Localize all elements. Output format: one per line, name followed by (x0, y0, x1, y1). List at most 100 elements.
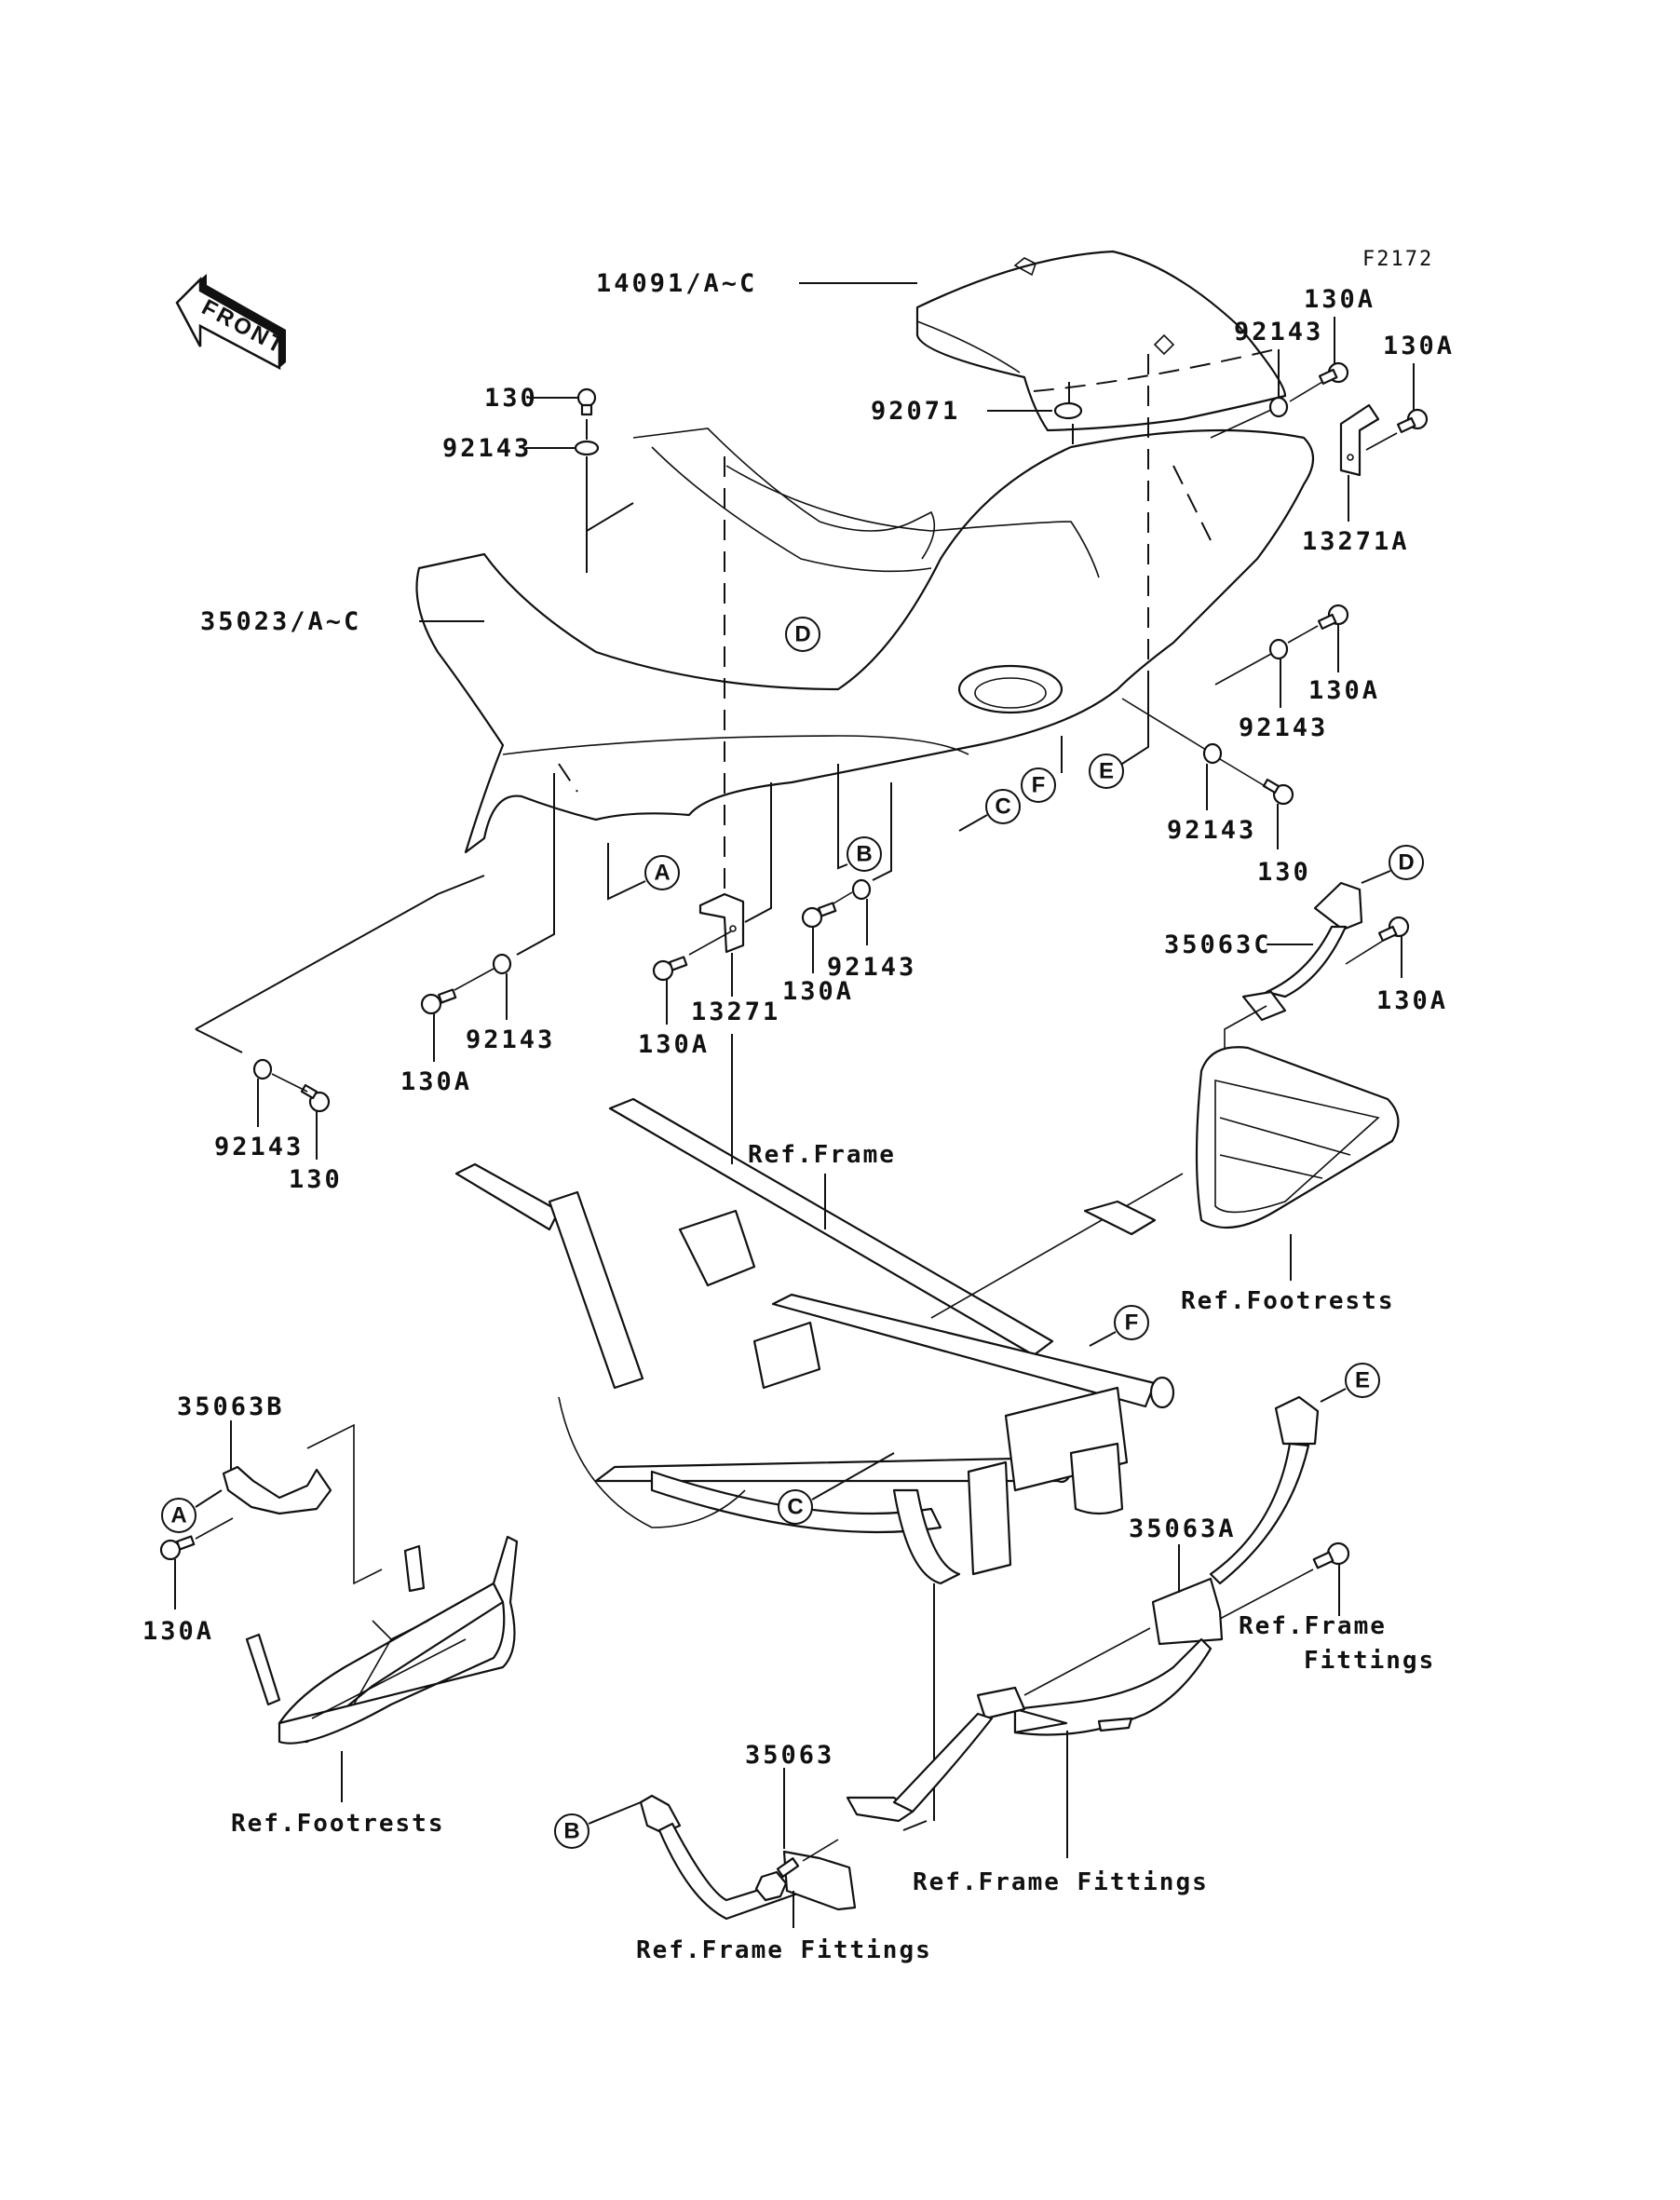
ref-frame-fittings-a2: Fittings (1304, 1647, 1435, 1675)
bolt-icon (576, 387, 597, 416)
callout-c-top: C (985, 789, 1021, 824)
figure-id: F2172 (1362, 248, 1433, 271)
guide-frame-down-2 (902, 1820, 928, 1831)
label-bolt-r1: 130A (1308, 676, 1380, 705)
guide-far-left-2 (195, 1028, 243, 1053)
leader-b-mid (837, 764, 848, 870)
step-35063a-part (1151, 1395, 1320, 1646)
side-cover-part (415, 428, 1315, 854)
bolt-icon (801, 902, 837, 929)
step-35063b-part (222, 1465, 332, 1515)
guide-lm-2 (516, 773, 555, 956)
leader-f-frame (1089, 1331, 1117, 1347)
guide-step (802, 1839, 839, 1862)
label-seat-cover: 14091/A~C (596, 269, 757, 298)
callout-e-step: E (1345, 1363, 1380, 1398)
svg-text:F: F (1032, 773, 1046, 798)
svg-text:A: A (654, 861, 670, 886)
bracket-13271-part (698, 892, 745, 954)
step-35063-part (639, 1794, 857, 1921)
callout-a-step: A (161, 1498, 196, 1533)
svg-text:C: C (995, 794, 1010, 820)
leader-e-step (1320, 1388, 1347, 1403)
label-grommet: 92071 (871, 397, 960, 426)
leader-c-top (958, 814, 988, 832)
leader-d-step (1361, 870, 1391, 884)
ref-frame: Ref.Frame (748, 1141, 896, 1169)
callout-d-step: D (1389, 845, 1424, 880)
label-washer-top: 92143 (442, 434, 532, 463)
label-bracket-a: 13271A (1302, 527, 1410, 556)
guide-r4 (1121, 698, 1207, 751)
washer-icon (252, 1058, 273, 1080)
guide-washer-top-2 (586, 502, 634, 532)
front-arrow-icon: FRONT (175, 274, 290, 371)
guide-tr1 (1289, 381, 1323, 402)
guide-fl (271, 1073, 308, 1093)
callout-b-step: B (554, 1813, 589, 1849)
label-step-b: 35063B (177, 1392, 285, 1421)
guide-tr3 (1365, 432, 1398, 451)
bolt-icon (300, 1083, 331, 1113)
guide-step-a (1219, 1569, 1314, 1620)
frame-fitting-bar-part (846, 1637, 1213, 1823)
svg-text:B: B (856, 842, 872, 867)
guide-bracket-2 (744, 782, 772, 923)
bolt-icon (1396, 408, 1429, 434)
callout-f-top: F (1021, 767, 1056, 803)
label-bolt-tr1: 130A (1304, 285, 1375, 314)
label-step: 35063 (745, 1741, 834, 1770)
washer-icon (1268, 638, 1289, 660)
label-washer-r1: 92143 (1239, 713, 1328, 742)
ref-frame-fittings-step: Ref.Frame Fittings (636, 1936, 932, 1964)
label-bolt-tr2: 130A (1383, 332, 1455, 360)
ref-footrests-left: Ref.Footrests (231, 1810, 445, 1838)
callout-c-frame: C (778, 1489, 813, 1525)
svg-text:A: A (170, 1503, 186, 1528)
callout-f-frame: F (1114, 1305, 1149, 1340)
ref-frame-fittings-a1: Ref.Frame (1239, 1612, 1387, 1640)
svg-text:D: D (794, 622, 810, 647)
footrest-right-part (1083, 1046, 1400, 1236)
callout-b-mid: B (847, 836, 882, 872)
label-step-a: 35063A (1129, 1514, 1237, 1543)
leader-a-mid (607, 843, 646, 901)
label-side-cover: 35023/A~C (200, 607, 361, 636)
bolt-icon (1312, 1541, 1350, 1569)
guide-far-left (195, 875, 485, 1030)
callout-e-top: E (1089, 754, 1124, 789)
bracket-13271a-part (1339, 403, 1380, 477)
guide-r2 (1214, 653, 1272, 686)
guide-tr2 (1210, 409, 1272, 439)
bolt-icon (420, 988, 457, 1015)
label-bolt-step-c: 130A (1376, 986, 1448, 1015)
label-bolt-top: 130 (484, 384, 538, 413)
label-washer-fl: 92143 (214, 1133, 304, 1161)
label-bolt-r2: 130 (1257, 858, 1311, 887)
ref-frame-fittings-bar: Ref.Frame Fittings (913, 1868, 1209, 1896)
label-bolt-step-b: 130A (142, 1617, 214, 1646)
step-35063c-part (1241, 881, 1363, 1022)
leader-a-step (195, 1489, 223, 1508)
guide-step-b (195, 1517, 234, 1540)
svg-text:D: D (1398, 850, 1414, 876)
label-washer-tr: 92143 (1234, 318, 1323, 346)
svg-text:F: F (1125, 1310, 1139, 1336)
leader-e-top (1121, 689, 1149, 765)
guide-step-c (1345, 940, 1384, 965)
label-washer-r2: 92143 (1167, 816, 1256, 845)
guide-frame-right (930, 1173, 1184, 1319)
bolt-icon (1318, 361, 1349, 386)
svg-text:B: B (563, 1819, 579, 1844)
label-washer-mid: 92143 (827, 953, 916, 982)
leader-b-step (588, 1801, 642, 1825)
bolt-icon (1317, 604, 1349, 631)
guide-bolt-b (833, 891, 853, 904)
grommet-part (1053, 401, 1083, 420)
washer-icon (492, 953, 512, 975)
washer-icon (1202, 742, 1223, 765)
ref-footrests-right: Ref.Footrests (1181, 1287, 1395, 1315)
washer-icon (1268, 396, 1289, 418)
guide-bar-a (1023, 1627, 1151, 1696)
